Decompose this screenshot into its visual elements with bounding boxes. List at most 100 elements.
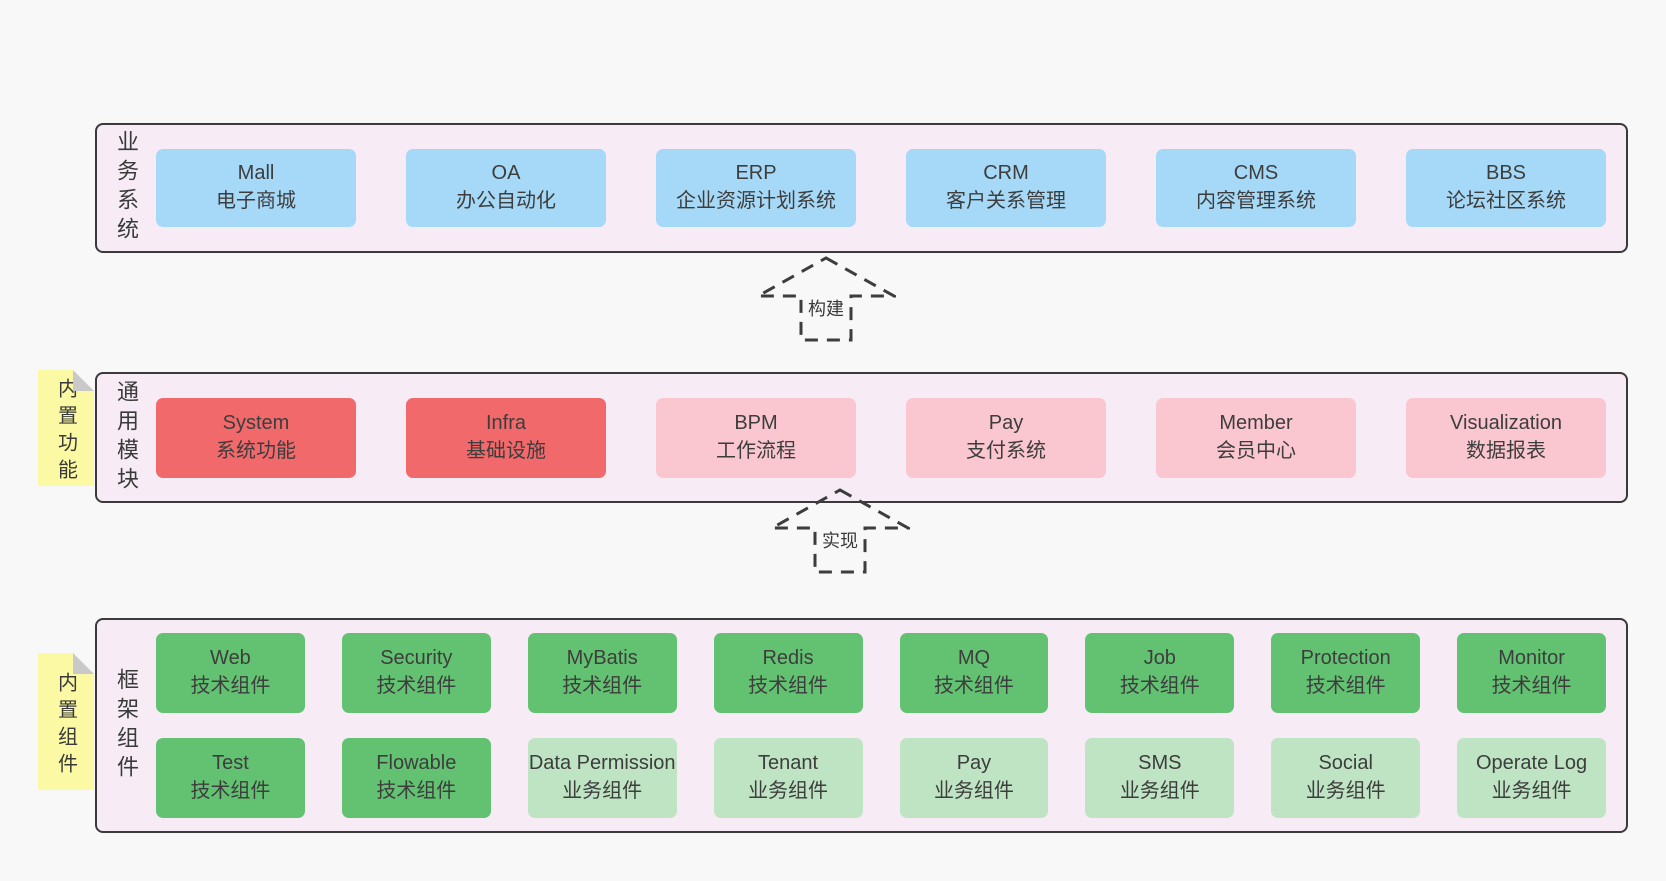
box-subtitle: 数据报表 <box>1466 439 1546 462</box>
band-label-framework-components: 框架组件 <box>114 667 139 784</box>
box-mq: MQ 技术组件 <box>899 633 1049 713</box>
box-operate-log: Operate Log 业务组件 <box>1457 738 1606 818</box>
sticky-note-built-in-features: 内置功能 <box>38 370 94 486</box>
box-subtitle: 技术组件 <box>562 675 643 697</box>
box-name: MQ <box>957 647 991 670</box>
box-mall: Mall 电子商城 <box>156 149 356 227</box>
up-arrow-icon <box>770 488 910 574</box>
box-protection: Protection 技术组件 <box>1271 633 1421 713</box>
box-flowable: Flowable 技术组件 <box>341 738 491 818</box>
arrow-implement: 实现 <box>770 488 910 574</box>
box-subtitle: 论坛社区系统 <box>1446 190 1566 212</box>
box-subtitle: 技术组件 <box>1119 675 1200 697</box>
box-name: Social <box>1318 752 1373 775</box>
box-row-technical: Web 技术组件 Security 技术组件 MyBatis 技术组件 Redi… <box>156 633 1606 713</box>
box-subtitle: 技术组件 <box>190 675 271 697</box>
box-crm: CRM 客户关系管理 <box>906 149 1106 227</box>
box-web: Web 技术组件 <box>156 633 305 713</box>
box-name: ERP <box>735 162 777 185</box>
box-subtitle: 客户关系管理 <box>946 190 1066 212</box>
box-name: Mall <box>237 162 275 185</box>
box-name: Member <box>1219 411 1293 434</box>
box-bpm: BPM 工作流程 <box>656 397 856 478</box>
box-subtitle: 技术组件 <box>1491 675 1572 697</box>
box-sms: SMS 业务组件 <box>1085 738 1235 818</box>
box-name: BPM <box>734 411 778 434</box>
box-subtitle: 技术组件 <box>376 675 457 697</box>
box-name: Flowable <box>376 752 457 775</box>
box-name: OA <box>491 162 521 185</box>
box-name: BBS <box>1485 162 1527 185</box>
box-name: Redis <box>762 647 814 670</box>
band-business-systems: 业务系统 Mall 电子商城 OA 办公自动化 ERP 企业资源计划系统 CRM… <box>95 123 1628 253</box>
box-monitor: Monitor 技术组件 <box>1457 633 1606 713</box>
box-subtitle: 基础设施 <box>466 439 546 462</box>
arrow-build: 构建 <box>756 256 896 342</box>
box-test: Test 技术组件 <box>156 738 305 818</box>
box-name: SMS <box>1138 752 1182 775</box>
band-content: System 系统功能 Infra 基础设施 BPM 工作流程 Pay 支付系统… <box>142 397 1626 478</box>
box-subtitle: 内容管理系统 <box>1196 190 1316 212</box>
sticky-note-label: 内置组件 <box>54 671 77 780</box>
band-common-modules: 通用模块 System 系统功能 Infra 基础设施 BPM 工作流程 Pay… <box>95 372 1628 503</box>
box-pay: Pay 支付系统 <box>906 397 1106 478</box>
box-name: Pay <box>988 411 1024 434</box>
box-subtitle: 业务组件 <box>562 780 643 802</box>
box-job: Job 技术组件 <box>1085 633 1235 713</box>
box-name: CRM <box>983 162 1029 185</box>
box-name: Pay <box>956 752 992 775</box>
box-row: System 系统功能 Infra 基础设施 BPM 工作流程 Pay 支付系统… <box>156 397 1606 478</box>
box-pay-component: Pay 业务组件 <box>899 738 1049 818</box>
band-content: Mall 电子商城 OA 办公自动化 ERP 企业资源计划系统 CRM 客户关系… <box>142 149 1626 227</box>
box-row: Mall 电子商城 OA 办公自动化 ERP 企业资源计划系统 CRM 客户关系… <box>156 149 1606 227</box>
box-member: Member 会员中心 <box>1156 397 1356 478</box>
box-name: Data Permission <box>528 752 676 775</box>
box-subtitle: 系统功能 <box>216 439 296 462</box>
box-tenant: Tenant 业务组件 <box>713 738 863 818</box>
box-name: Web <box>210 647 251 670</box>
box-subtitle: 会员中心 <box>1216 439 1296 462</box>
box-subtitle: 企业资源计划系统 <box>676 190 836 212</box>
box-visualization: Visualization 数据报表 <box>1406 397 1606 478</box>
box-subtitle: 工作流程 <box>716 439 796 462</box>
box-name: Test <box>212 752 249 775</box>
box-name: System <box>222 411 290 434</box>
band-content: Web 技术组件 Security 技术组件 MyBatis 技术组件 Redi… <box>142 633 1626 818</box>
box-security: Security 技术组件 <box>341 633 491 713</box>
box-name: Visualization <box>1450 411 1562 434</box>
box-erp: ERP 企业资源计划系统 <box>656 149 856 227</box>
box-data-permission: Data Permission 业务组件 <box>527 738 677 818</box>
box-subtitle: 技术组件 <box>748 675 829 697</box>
band-label-business-systems: 业务系统 <box>114 130 139 246</box>
box-name: Tenant <box>758 752 819 775</box>
box-bbs: BBS 论坛社区系统 <box>1406 149 1606 227</box>
band-framework-components: 框架组件 Web 技术组件 Security 技术组件 MyBatis 技术组件… <box>95 618 1628 833</box>
box-name: Operate Log <box>1475 752 1588 775</box>
box-row-business: Test 技术组件 Flowable 技术组件 Data Permission … <box>156 738 1606 818</box>
box-subtitle: 技术组件 <box>190 780 271 802</box>
box-subtitle: 技术组件 <box>1305 675 1386 697</box>
box-subtitle: 业务组件 <box>1119 780 1200 802</box>
box-oa: OA 办公自动化 <box>406 149 606 227</box>
box-cms: CMS 内容管理系统 <box>1156 149 1356 227</box>
box-name: Monitor <box>1498 647 1565 670</box>
box-subtitle: 电子商城 <box>216 190 296 212</box>
box-name: Infra <box>485 411 527 434</box>
sticky-note-built-in-components: 内置组件 <box>38 653 94 790</box>
box-mybatis: MyBatis 技术组件 <box>527 633 677 713</box>
up-arrow-icon <box>756 256 896 342</box>
box-subtitle: 业务组件 <box>933 780 1014 802</box>
box-subtitle: 技术组件 <box>376 780 457 802</box>
box-subtitle: 技术组件 <box>933 675 1014 697</box>
box-name: CMS <box>1233 162 1279 185</box>
box-redis: Redis 技术组件 <box>713 633 863 713</box>
box-subtitle: 业务组件 <box>748 780 829 802</box>
box-subtitle: 业务组件 <box>1305 780 1386 802</box>
box-name: MyBatis <box>566 647 638 670</box>
sticky-note-label: 内置功能 <box>54 378 77 486</box>
box-name: Protection <box>1300 647 1391 670</box>
box-subtitle: 业务组件 <box>1491 780 1572 802</box>
box-system: System 系统功能 <box>156 397 356 478</box>
arrow-build-label: 构建 <box>804 294 848 322</box>
